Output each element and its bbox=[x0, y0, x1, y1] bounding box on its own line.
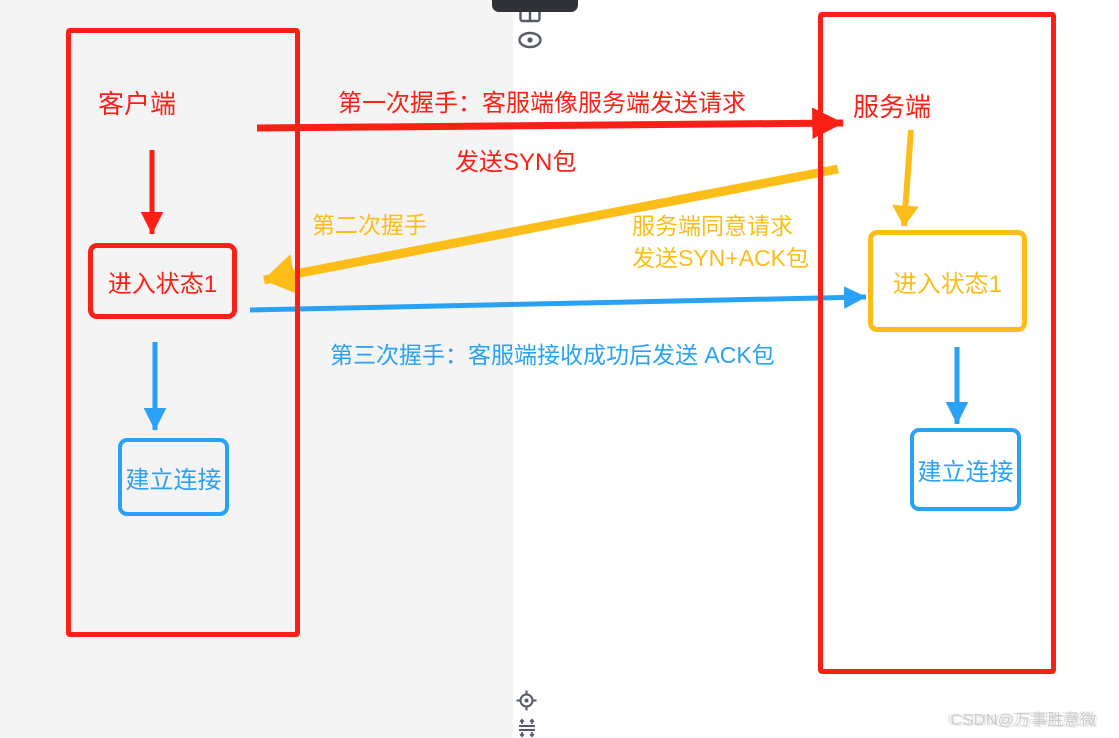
handshake3-title[interactable]: 第三次握手：客服端接收成功后发送 ACK包 bbox=[330, 342, 775, 368]
handshake1-subtitle[interactable]: 发送SYN包 bbox=[455, 149, 577, 176]
server-connect-label: 建立连接 bbox=[917, 459, 1014, 486]
handshake2-arrow[interactable] bbox=[263, 164, 839, 295]
handshake1-arrow[interactable] bbox=[256, 107, 844, 140]
handshake2-title[interactable]: 第二次握手 bbox=[312, 212, 427, 238]
client-state-node[interactable]: 进入状态1 bbox=[88, 243, 237, 319]
client-connect-label: 建立连接 bbox=[125, 466, 222, 494]
server-to-state-arrow[interactable] bbox=[892, 129, 919, 227]
floating-toolbar[interactable] bbox=[492, 0, 578, 12]
client-lane-title[interactable]: 客户端 bbox=[98, 89, 177, 119]
handshake3-arrow[interactable] bbox=[249, 286, 867, 313]
server-state-node[interactable]: 进入状态1 bbox=[868, 230, 1027, 332]
client-connect-node[interactable]: 建立连接 bbox=[118, 438, 229, 516]
handshake1-title[interactable]: 第一次握手：客服端像服务端发送请求 bbox=[338, 90, 746, 117]
server-state-label: 进入状态1 bbox=[892, 270, 1003, 298]
server-lane-title[interactable]: 服务端 bbox=[853, 92, 932, 122]
server-connect-node[interactable]: 建立连接 bbox=[910, 428, 1021, 511]
fit-view-icon[interactable] bbox=[517, 718, 537, 738]
eye-icon[interactable] bbox=[517, 31, 543, 49]
handshake2-line1: 服务端同意请求 bbox=[632, 213, 793, 239]
handshake2-description[interactable]: 服务端同意请求 发送SYN+ACK包 bbox=[632, 210, 809, 274]
locate-icon[interactable] bbox=[516, 690, 537, 711]
server-lane-box[interactable] bbox=[818, 12, 1056, 674]
handshake2-line2: 发送SYN+ACK包 bbox=[632, 245, 810, 271]
canvas-left-panel-background bbox=[0, 0, 513, 738]
client-state-label: 进入状态1 bbox=[107, 270, 218, 298]
csdn-watermark: CSDN@万事胜意微 bbox=[950, 712, 1097, 729]
client-lane-box[interactable] bbox=[66, 28, 300, 637]
